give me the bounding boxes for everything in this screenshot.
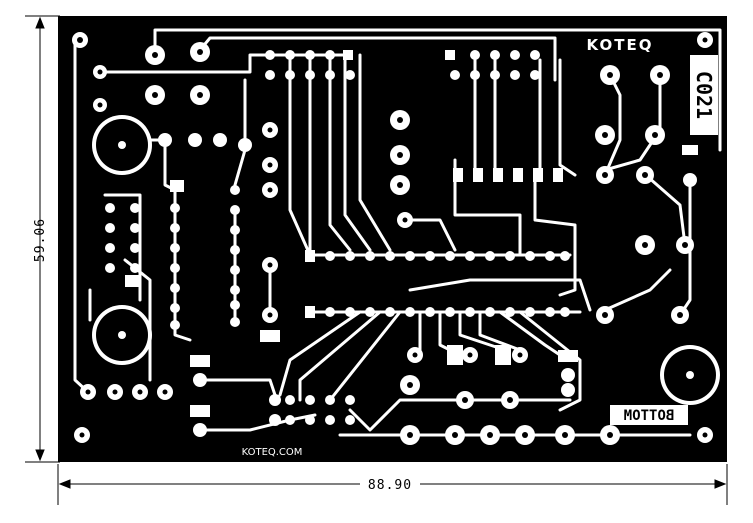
board-lower-left [58,395,181,462]
ic-left-columns [105,185,240,330]
header-top-left [265,50,355,80]
ic-lower-row [305,306,570,318]
pads [72,32,720,445]
brand-top: KOTEQ [587,36,654,54]
side-label: BOTTOM [624,408,675,424]
board-code: C021 [692,71,716,119]
brand-bottom: KOTEQ.COM [242,447,303,458]
ic-upper-row [305,250,570,262]
header-bottom [285,395,355,425]
width-label: 88.90 [368,478,412,493]
height-label: 59.06 [33,218,48,262]
connector-row [453,168,563,182]
header-top-right [445,50,540,80]
height-dimension [25,15,60,463]
